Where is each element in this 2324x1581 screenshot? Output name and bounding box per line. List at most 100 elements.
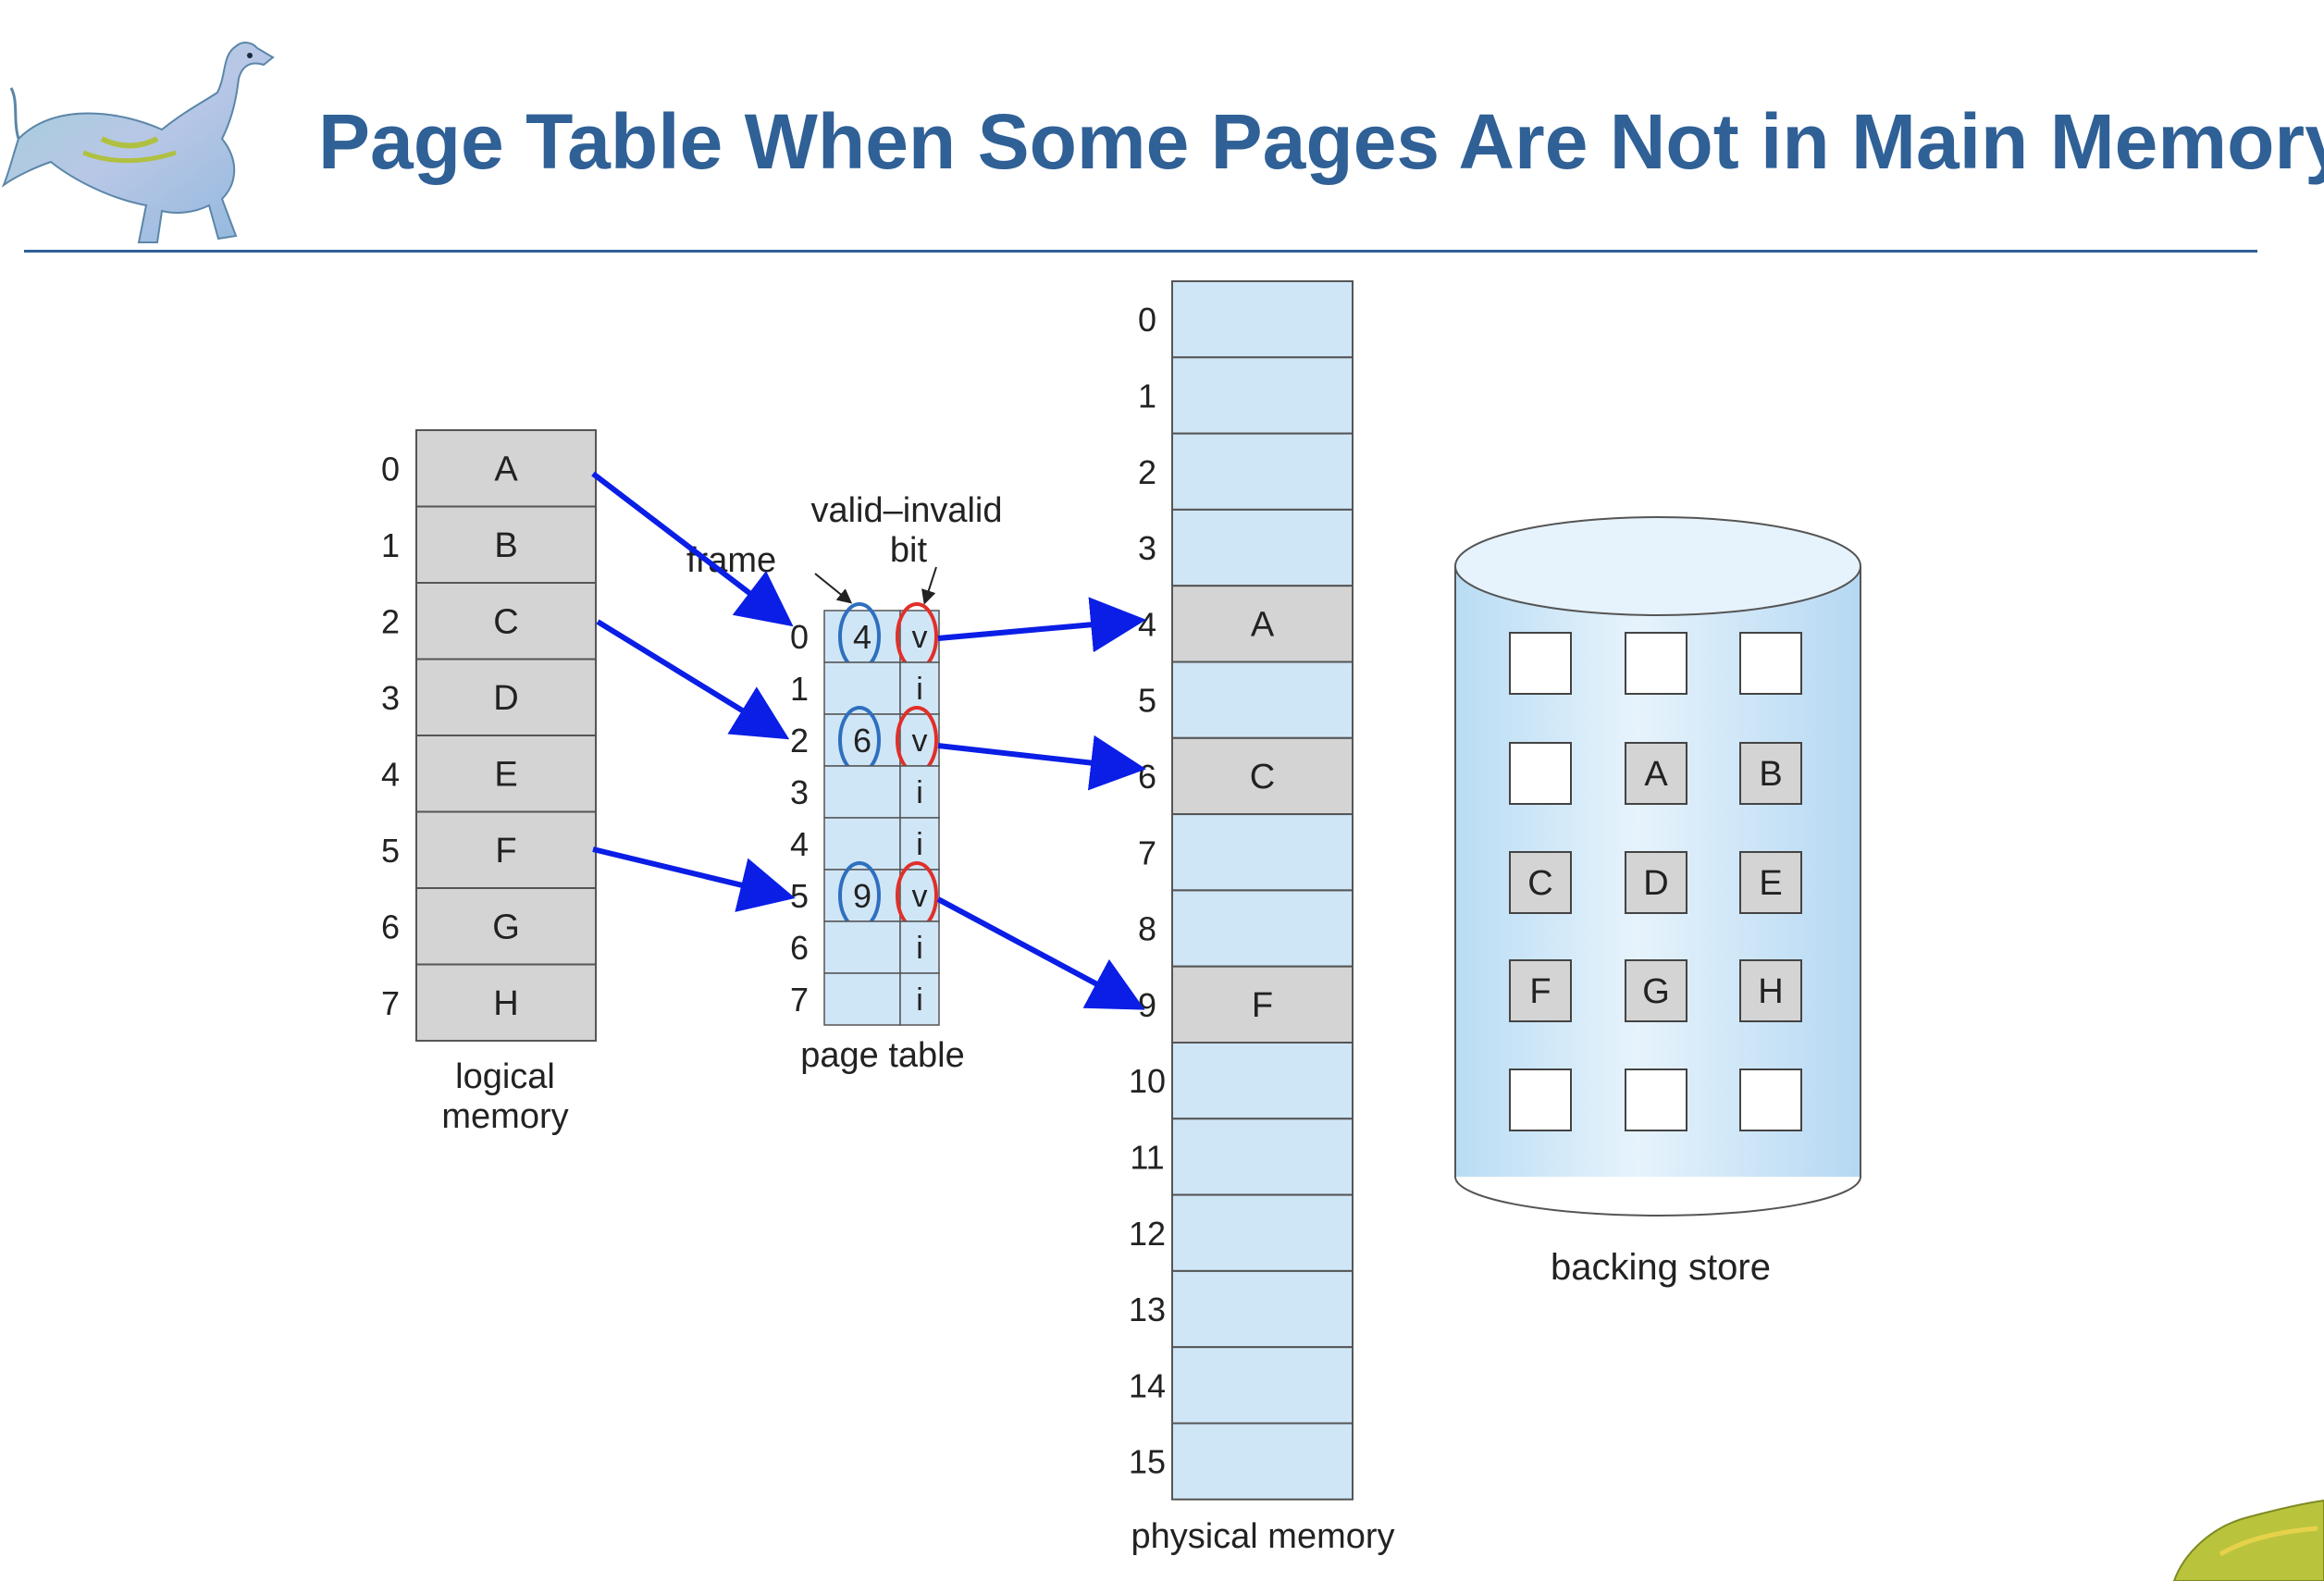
logical-page-index: 1: [381, 526, 400, 564]
logical-page-label: B: [494, 526, 517, 565]
valid-bit-value: i: [916, 931, 923, 966]
frame-number: 4: [853, 618, 872, 656]
physical-frame-index: 3: [1138, 529, 1156, 567]
physical-frame-content: C: [1250, 758, 1275, 797]
physical-frame-cell: [1171, 585, 1354, 663]
backing-store-page: [1509, 959, 1572, 1022]
logical-page-index: 2: [381, 602, 400, 640]
arrow-page-f-to-entry-5: [592, 846, 796, 912]
physical-frame-cell: [1171, 1269, 1354, 1349]
physical-frame-cell: [1171, 1118, 1354, 1196]
physical-frame-cell: [1171, 1346, 1354, 1425]
logical-page-index: 3: [381, 679, 400, 717]
physical-frame-cell: [1171, 1193, 1354, 1272]
logical-page-label: G: [492, 908, 520, 946]
backing-store-page-label: H: [1758, 972, 1783, 1011]
physical-frame-content: A: [1251, 605, 1275, 644]
backing-store-page: [1739, 632, 1802, 695]
frame-cell: [823, 817, 901, 871]
backing-store-page: [1509, 851, 1572, 914]
logical-memory-label-line2: memory: [441, 1097, 568, 1136]
valid-bit-pointer: [921, 566, 937, 605]
physical-frame-index: 9: [1138, 986, 1156, 1024]
logical-page-label: E: [494, 755, 517, 794]
physical-frame-index: 0: [1138, 301, 1156, 339]
backing-store-page-label: F: [1529, 972, 1551, 1011]
logical-page-index: 4: [381, 755, 400, 793]
backing-store-page-label: C: [1527, 864, 1552, 903]
page-table-index: 4: [790, 825, 809, 863]
valid-bit-cell: [899, 765, 940, 819]
physical-frame-content: F: [1252, 986, 1273, 1025]
backing-store-page-label: E: [1759, 864, 1782, 903]
physical-frame-cell: [1171, 1042, 1354, 1120]
backing-store-page: [1625, 1068, 1687, 1131]
frame-pointer: [814, 573, 853, 604]
dinosaur-icon: [2172, 1499, 2324, 1581]
logical-page-index: 0: [381, 450, 400, 488]
slide-title: Page Table When Some Pages Are Not in Ma…: [318, 98, 2324, 185]
physical-frame-index: 8: [1138, 910, 1156, 948]
valid-bit-value: i: [916, 827, 923, 862]
physical-frame-cell: [1171, 1422, 1354, 1501]
backing-store-page: [1625, 632, 1687, 695]
logical-page-cell: [415, 505, 597, 584]
valid-bit-value: i: [916, 982, 923, 1018]
arrow-page-a-to-entry-0: [591, 471, 794, 627]
backing-store-page: [1509, 632, 1572, 695]
arrow-page-c-to-entry-2: [596, 619, 790, 740]
backing-store-page-label: G: [1642, 972, 1670, 1011]
physical-frame-index: 2: [1138, 453, 1156, 491]
logical-memory-label-line1: logical: [455, 1057, 555, 1096]
physical-frame-index: 14: [1129, 1366, 1166, 1404]
backing-store-page: [1739, 851, 1802, 914]
backing-store-page-label: B: [1759, 755, 1782, 794]
frame-number: 6: [853, 722, 872, 760]
backing-store-page: [1739, 959, 1802, 1022]
physical-frame-cell: [1171, 432, 1354, 511]
backing-store-page: [1509, 742, 1572, 805]
logical-page-cell: [415, 810, 597, 889]
physical-frame-index: 7: [1138, 834, 1156, 871]
backing-store-page: [1509, 1068, 1572, 1131]
physical-frame-cell: [1171, 889, 1354, 968]
frame-cell: [823, 765, 901, 819]
logical-page-cell: [415, 429, 597, 508]
page-table-index: 0: [790, 618, 809, 656]
valid-bit-value: i: [916, 672, 923, 707]
valid-bit-value: v: [912, 723, 928, 759]
title-divider: [24, 250, 2257, 253]
page-table-index: 7: [790, 981, 809, 1019]
valid-bit-cell: [899, 972, 940, 1026]
valid-bit-value: v: [912, 620, 928, 655]
logical-page-label: H: [493, 984, 518, 1023]
physical-frame-index: 4: [1138, 605, 1156, 643]
logical-page-cell: [415, 963, 597, 1042]
backing-store-page: [1625, 851, 1687, 914]
page-table-label: page table: [800, 1036, 965, 1075]
valid-bit-value: i: [916, 775, 923, 810]
backing-store-page-label: A: [1644, 755, 1668, 794]
logical-page-label: D: [493, 679, 518, 718]
page-table-index: 2: [790, 722, 809, 760]
frame-cell: [823, 661, 901, 715]
physical-frame-cell: [1171, 280, 1354, 359]
physical-frame-cell: [1171, 356, 1354, 435]
frame-cell: [823, 610, 901, 663]
backing-store-page: [1625, 742, 1687, 805]
page-table-index: 6: [790, 929, 809, 967]
backing-store-page: [1739, 742, 1802, 805]
logical-page-cell: [415, 658, 597, 736]
physical-frame-cell: [1171, 508, 1354, 587]
valid-bit-cell: [899, 661, 940, 715]
physical-frame-index: 12: [1129, 1215, 1166, 1253]
frame-cell: [823, 920, 901, 974]
physical-frame-index: 10: [1129, 1062, 1166, 1100]
logical-page-index: 5: [381, 832, 400, 870]
physical-frame-index: 15: [1129, 1443, 1166, 1481]
logical-page-label: C: [493, 602, 518, 641]
